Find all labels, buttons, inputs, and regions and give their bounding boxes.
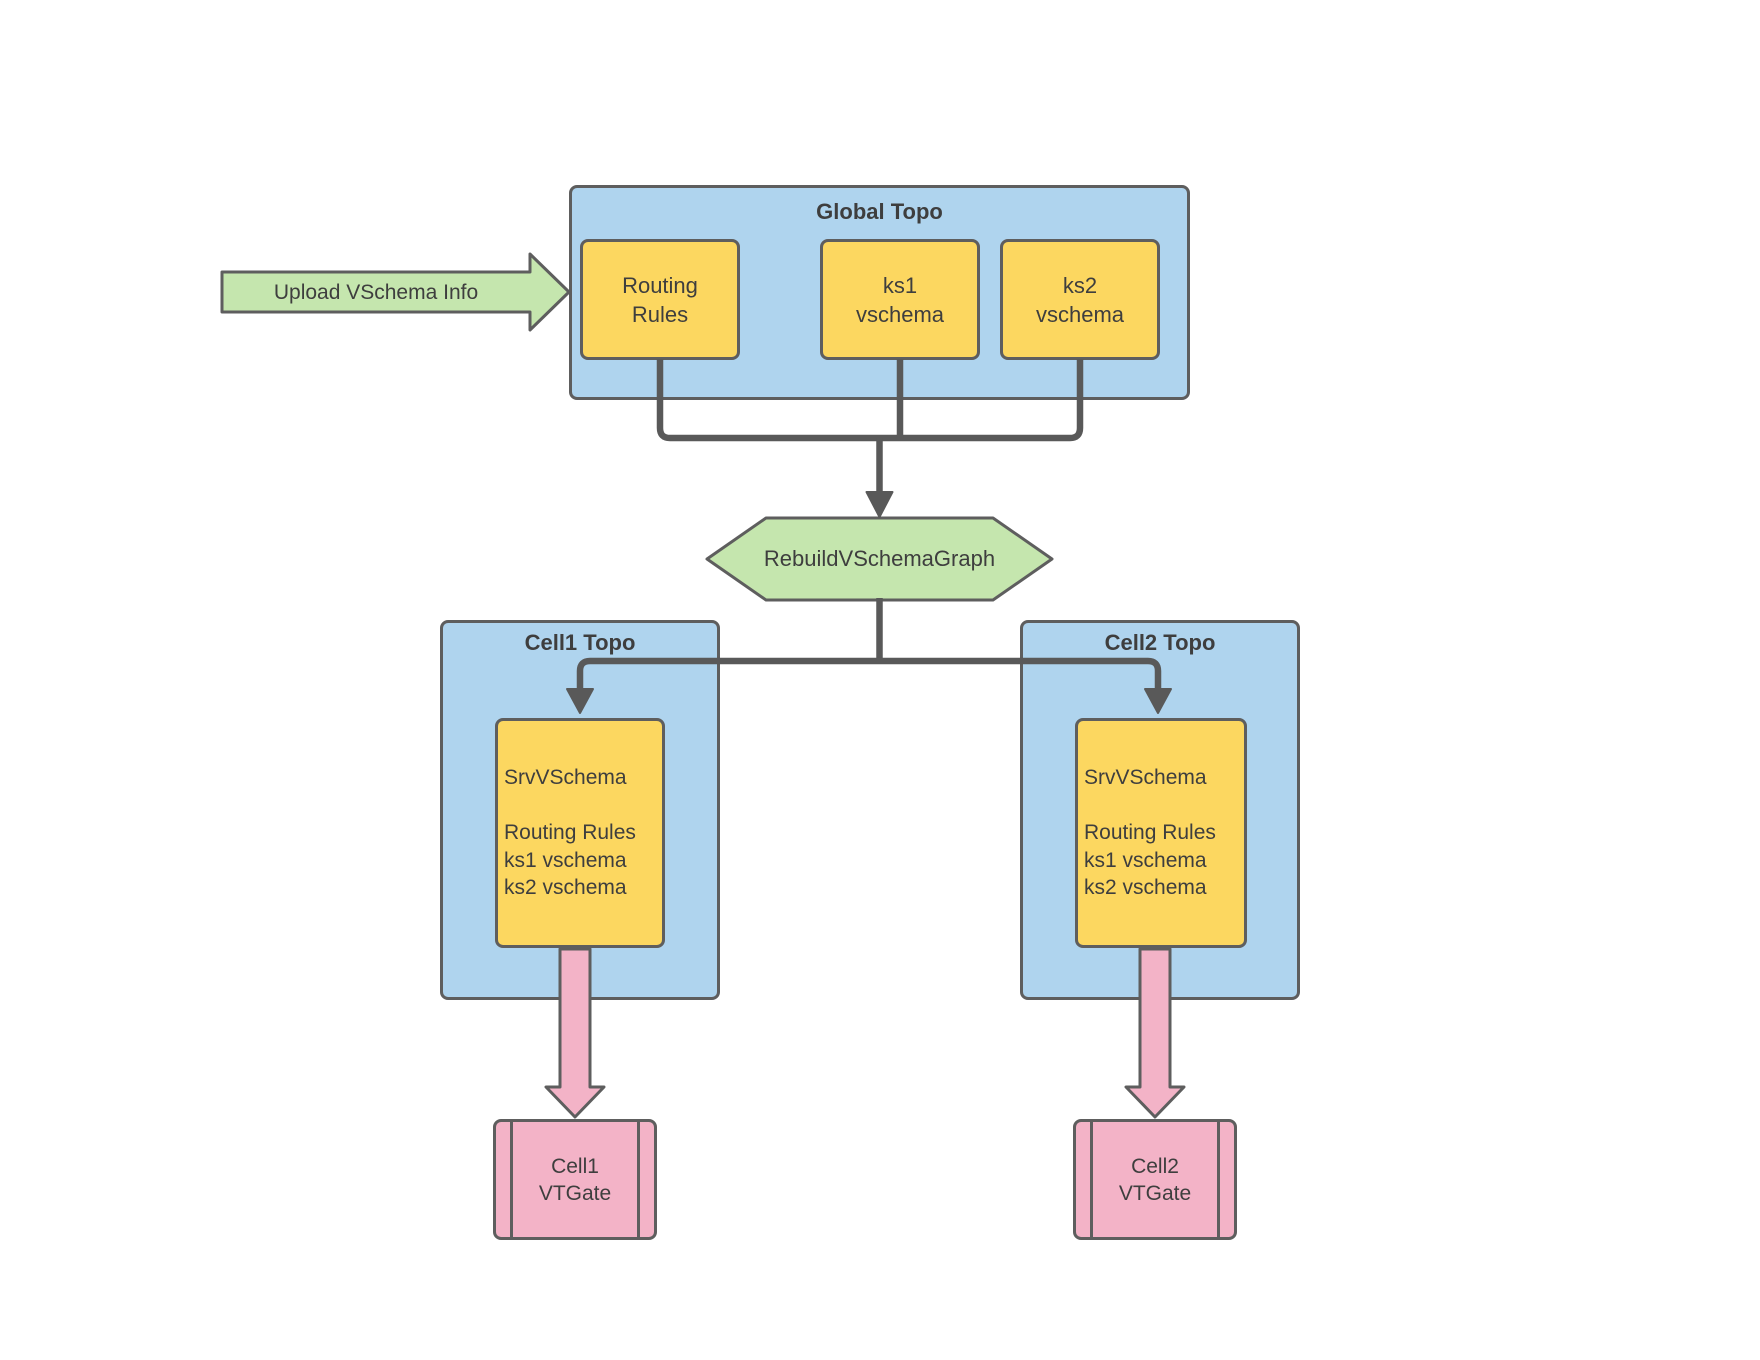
cell2-vtgate-label: Cell2 VTGate [1118, 1154, 1192, 1205]
cell1-vtgate-left-line [510, 1122, 513, 1237]
cell2-vtgate-right-line [1217, 1122, 1220, 1237]
global-topo-title: Global Topo [816, 199, 943, 224]
rebuild-arrowhead [865, 491, 894, 518]
cell1-vtgate-box: Cell1 VTGate [493, 1119, 657, 1240]
cell1-topo-title: Cell1 Topo [524, 630, 636, 655]
cell2-vtgate-arrow [1124, 947, 1186, 1119]
branch-left-arrowhead [566, 688, 594, 714]
ks2-vschema-box: ks2 vschema [1000, 239, 1160, 360]
cell2-topo-title: Cell2 Topo [1104, 630, 1216, 655]
bracket-connector [656, 359, 1084, 442]
ks2-vschema-label: ks2 vschema [1035, 272, 1125, 327]
cell1-vtgate-arrow [544, 947, 606, 1119]
rebuild-hexagon-shape [705, 516, 1054, 602]
upload-arrow-shape [220, 252, 571, 332]
branch-right-arrowhead [1144, 688, 1172, 714]
cell1-srv-vschema-box [495, 718, 665, 948]
cell2-srv-vschema-text: SrvVSchema Routing Rules ks1 vschema ks2… [1084, 766, 1216, 900]
cell2-vtgate-box: Cell2 VTGate [1073, 1119, 1237, 1240]
cell1-vtgate-label: Cell1 VTGate [538, 1154, 612, 1205]
branch-right-line [879, 657, 1162, 690]
routing-rules-label: Routing Rules [622, 272, 698, 327]
cell1-vtgate-right-line [637, 1122, 640, 1237]
rebuild-hexagon-label: RebuildVSchemaGraph [763, 546, 996, 571]
cell1-srv-vschema-text: SrvVSchema Routing Rules ks1 vschema ks2… [504, 766, 636, 900]
ks1-vschema-label: ks1 vschema [855, 272, 945, 327]
ks1-vschema-box: ks1 vschema [820, 239, 980, 360]
cell2-srv-vschema-box [1075, 718, 1247, 948]
branch-left-line [576, 657, 880, 690]
cell2-vtgate-left-line [1090, 1122, 1093, 1237]
routing-rules-box: Routing Rules [580, 239, 740, 360]
upload-arrow-label: Upload VSchema Info [273, 280, 479, 304]
